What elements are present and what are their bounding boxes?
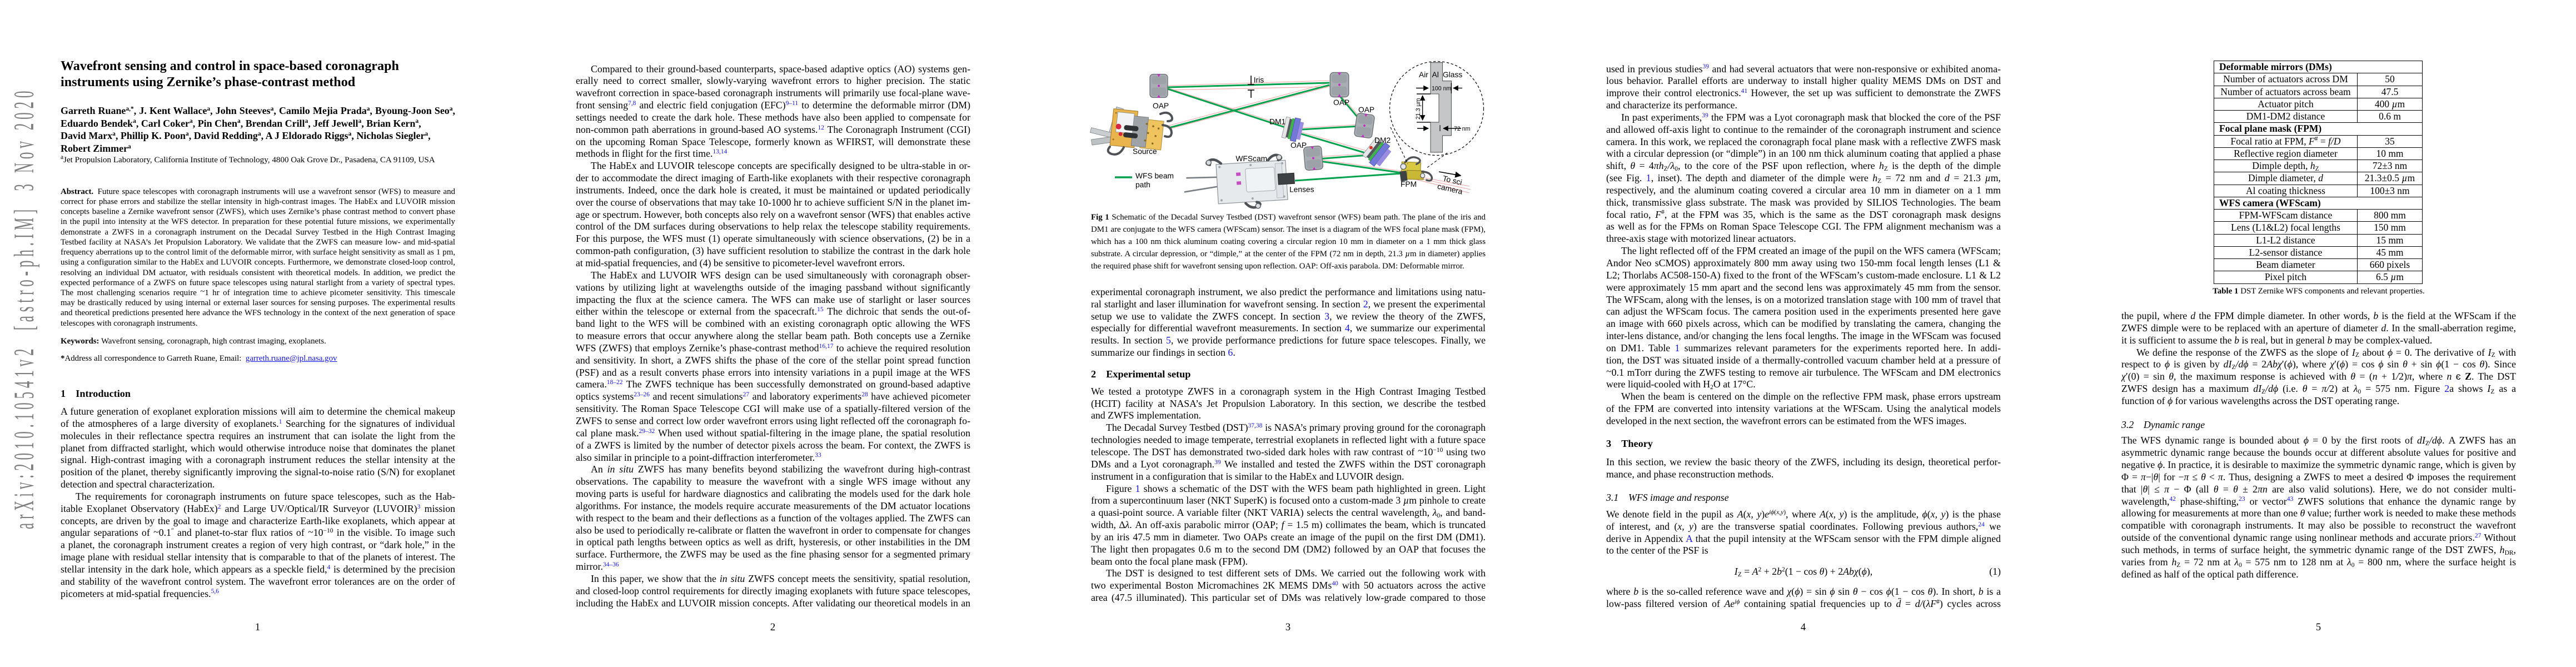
svg-text:OAP: OAP [1291, 141, 1307, 150]
svg-text:Air: Air [1419, 71, 1428, 79]
svg-text:FPM: FPM [1401, 180, 1417, 188]
svg-text:DM1: DM1 [1269, 118, 1285, 126]
svg-text:WFScam: WFScam [1235, 155, 1267, 163]
svg-text:100 nm: 100 nm [1432, 86, 1452, 92]
svg-text:OAP: OAP [1358, 106, 1374, 114]
svg-text:Glass: Glass [1443, 71, 1462, 79]
svg-text:OAP: OAP [1153, 102, 1169, 110]
svg-text:DM2: DM2 [1374, 136, 1391, 145]
svg-text:72 nm: 72 nm [1454, 126, 1471, 132]
svg-text:path: path [1135, 181, 1150, 189]
svg-text:Al: Al [1432, 71, 1439, 79]
svg-text:21.3 µm: 21.3 µm [1415, 98, 1422, 120]
svg-text:Lenses: Lenses [1289, 186, 1314, 194]
svg-text:OAP: OAP [1333, 98, 1349, 107]
svg-text:Iris: Iris [1254, 76, 1264, 84]
svg-text:WFS beam: WFS beam [1135, 172, 1174, 180]
svg-text:Source: Source [1133, 147, 1157, 156]
